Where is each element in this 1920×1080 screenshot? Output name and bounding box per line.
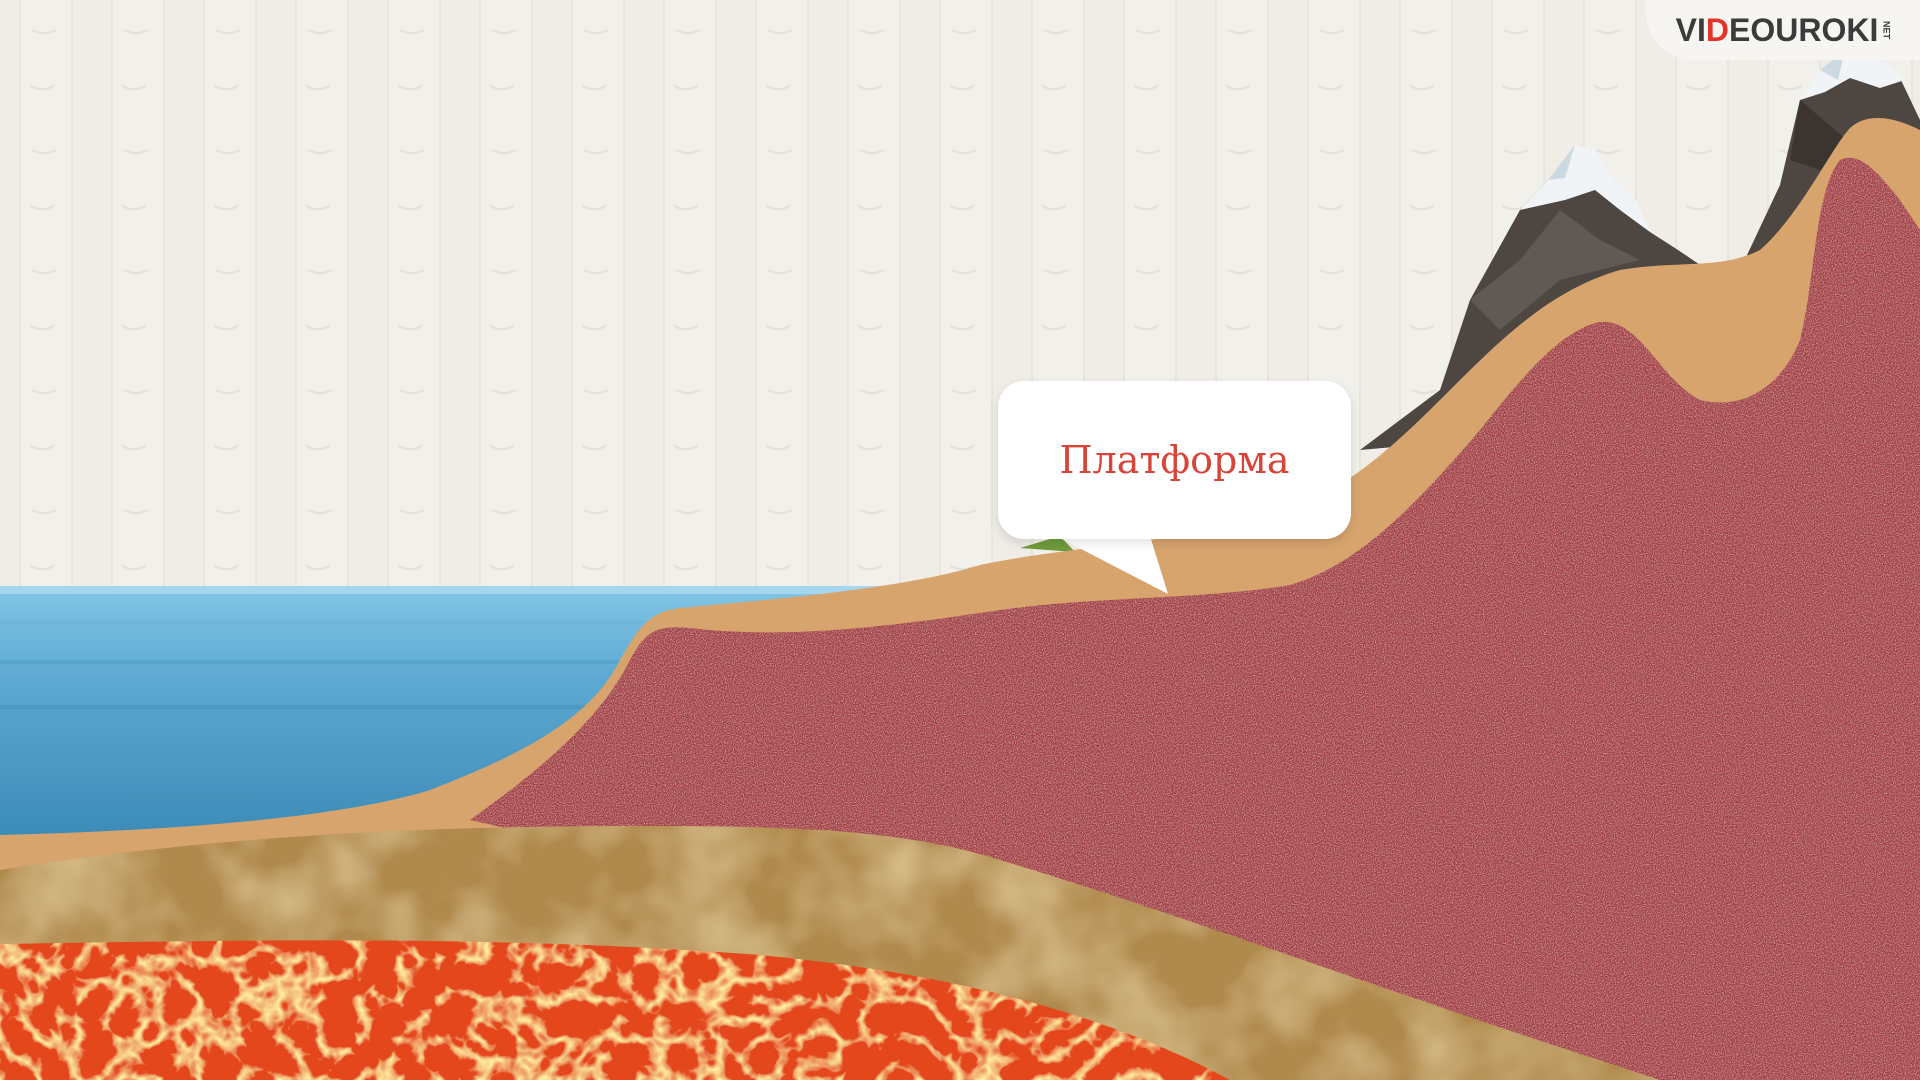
callout-tail-icon [1050, 536, 1180, 606]
logo-wordmark: VIDEOUROKI [1676, 14, 1879, 46]
videouroki-logo[interactable]: VIDEOUROKI NET [1646, 0, 1920, 60]
logo-accent-letter: D [1706, 12, 1729, 48]
logo-net-suffix: NET [1881, 21, 1890, 39]
callout-label: Платформа [1059, 441, 1289, 479]
callout-bubble: Платформа [998, 381, 1351, 539]
